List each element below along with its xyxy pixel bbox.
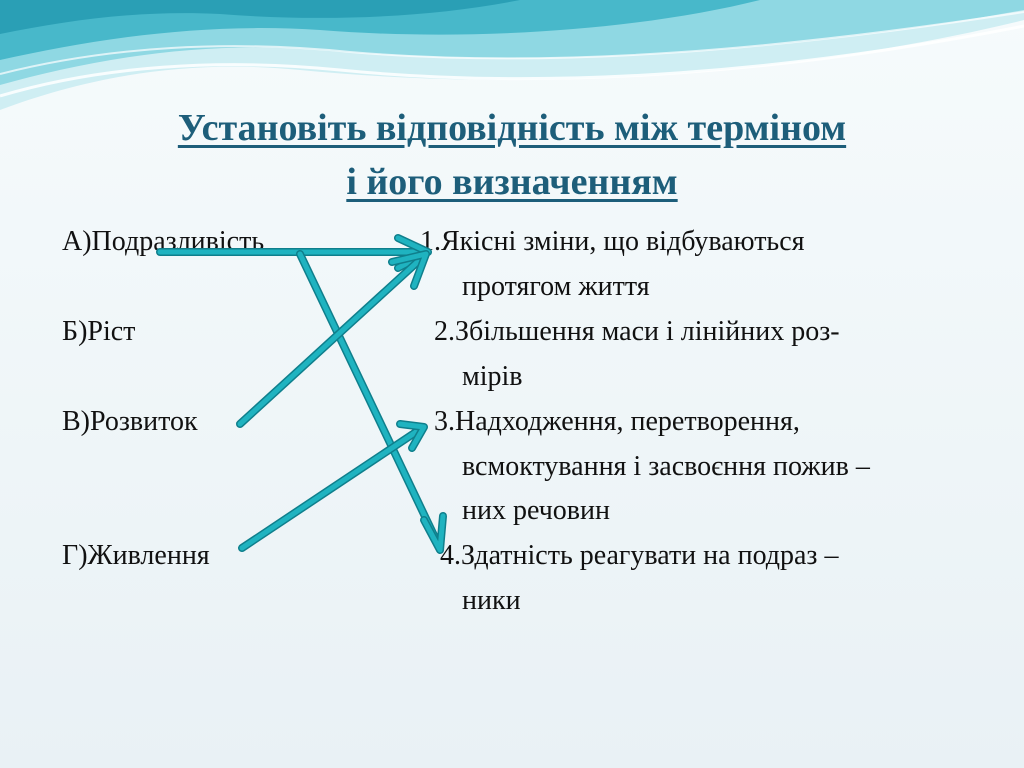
term-a: А)Подразливість xyxy=(62,226,265,257)
term-v: В)Розвиток xyxy=(62,406,198,437)
definition-2-line-2: мірів xyxy=(462,361,523,392)
definition-4-line-2: ники xyxy=(462,585,521,616)
definition-2-line-1: 2.Збільшення маси і лінійних роз- xyxy=(434,316,840,347)
term-g: Г)Живлення xyxy=(62,540,210,571)
definition-3-line-2: всмоктування і засвоєння пожив – xyxy=(462,451,870,482)
definition-4-line-1: 4.Здатність реагувати на подраз – xyxy=(440,540,839,571)
definition-1-line-1: 1.Якісні зміни, що відбуваються xyxy=(420,226,805,257)
title-line-1: Установіть відповідність між терміном xyxy=(177,107,847,149)
definition-3-line-3: них речовин xyxy=(462,495,610,526)
term-b: Б)Ріст xyxy=(62,316,136,347)
title-line-2: і його визначенням xyxy=(346,161,678,203)
definition-3-line-1: 3.Надходження, перетворення, xyxy=(434,406,800,437)
definition-1-line-2: протягом життя xyxy=(462,271,650,302)
